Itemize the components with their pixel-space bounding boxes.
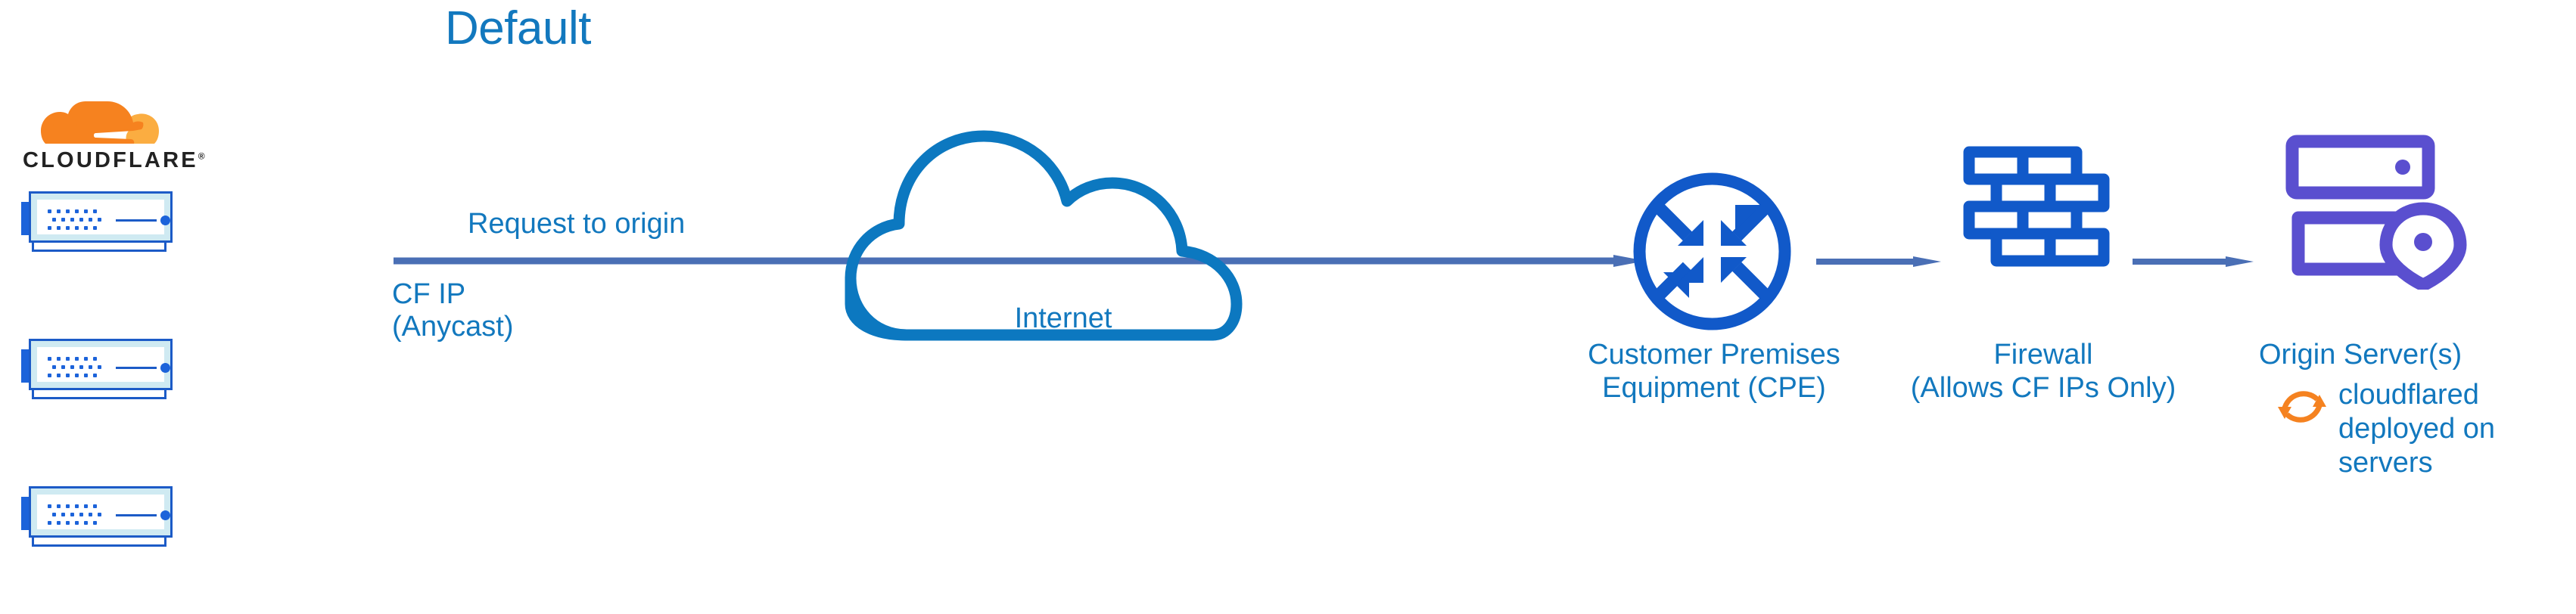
cpe-label-line-2: Equipment (CPE) (1602, 371, 1826, 404)
server-slot-line (116, 514, 157, 516)
server-faceplate (37, 200, 170, 234)
brick-wall-icon (1963, 146, 2110, 267)
server-faceplate (37, 347, 170, 382)
list-item (21, 339, 173, 399)
list-item (21, 191, 173, 252)
cf-ip-line-2: (Anycast) (392, 310, 514, 343)
cloud-outline-icon (845, 130, 1243, 341)
cloudflare-cloud-icon (41, 101, 159, 144)
server-vent-dots (48, 357, 102, 380)
server-unit-icon (29, 339, 173, 390)
internet-label: Internet (1014, 302, 1112, 334)
server-status-led (160, 216, 170, 225)
cloudflare-wordmark: CLOUDFLARE® (23, 148, 205, 172)
firewall-label-line-1: Firewall (1993, 339, 2093, 371)
arrow-right-icon (2133, 256, 2254, 267)
origin-server-label: Origin Server(s) (2259, 339, 2462, 371)
cf-ip-label: CF IP (Anycast) (392, 278, 513, 343)
cf-ip-line-1: CF IP (392, 278, 466, 310)
cpe-label: Customer Premises Equipment (CPE) (1521, 339, 1907, 405)
refresh-cycle-icon (2278, 391, 2326, 423)
list-item (21, 486, 173, 547)
cloudflared-line-2: deployed on (2338, 412, 2496, 445)
arrow-right-icon (394, 255, 1646, 267)
server-vent-dots (48, 504, 102, 527)
server-rack-pin-icon (2285, 135, 2467, 290)
server-unit-icon (29, 486, 173, 538)
request-to-origin-label: Request to origin (468, 208, 686, 240)
arrow-right-icon (1816, 256, 1941, 267)
server-status-led (160, 510, 170, 520)
firewall-label-line-2: (Allows CF IPs Only) (1910, 371, 2176, 404)
server-unit-icon (29, 191, 173, 243)
cloudflared-line-3: servers (2338, 446, 2433, 479)
page-title: Default (445, 2, 591, 54)
server-slot-line (116, 219, 157, 222)
firewall-label: Firewall (Allows CF IPs Only) (1907, 339, 2179, 405)
server-slot-line (116, 367, 157, 369)
cpe-label-line-1: Customer Premises (1588, 339, 1840, 371)
cloudflared-label: cloudflared deployed on servers (2338, 378, 2565, 479)
server-faceplate (37, 495, 170, 529)
cloudflared-line-1: cloudflared (2338, 379, 2479, 411)
cloudflare-logo: CLOUDFLARE® (23, 98, 205, 181)
server-status-led (160, 363, 170, 373)
server-vent-dots (48, 209, 102, 232)
router-icon (1633, 172, 1791, 330)
